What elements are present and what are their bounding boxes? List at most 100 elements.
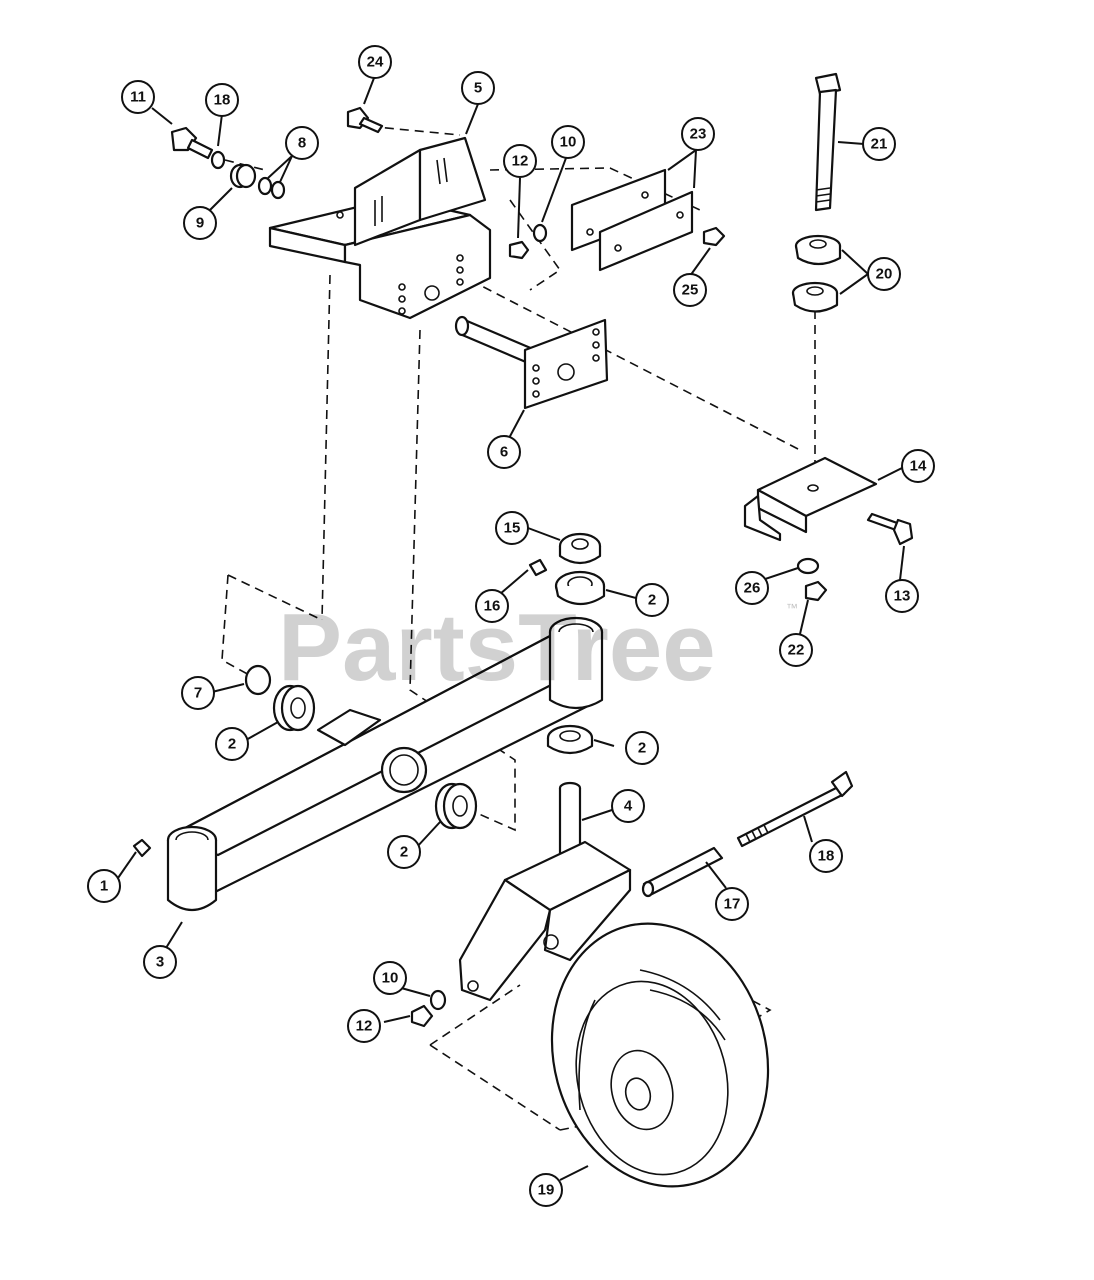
svg-text:16: 16: [484, 598, 501, 615]
partstree-watermark: PartsTree ™: [278, 594, 798, 701]
svg-text:20: 20: [876, 266, 893, 283]
callout-16[interactable]: 16: [475, 589, 509, 623]
svg-text:6: 6: [500, 444, 508, 461]
callout-2-right[interactable]: 2: [625, 731, 659, 765]
callout-5[interactable]: 5: [461, 71, 495, 105]
svg-text:22: 22: [788, 642, 805, 659]
callout-20[interactable]: 20: [867, 257, 901, 291]
callout-1[interactable]: 1: [87, 869, 121, 903]
svg-text:18: 18: [818, 848, 835, 865]
svg-text:21: 21: [871, 136, 888, 153]
svg-text:12: 12: [512, 153, 529, 170]
svg-text:11: 11: [130, 89, 146, 106]
svg-text:25: 25: [682, 282, 699, 299]
callout-21[interactable]: 21: [862, 127, 896, 161]
callout-23[interactable]: 23: [681, 117, 715, 151]
part-21-long-bolt: [814, 72, 842, 212]
part-2-bearing-top: [554, 570, 606, 606]
svg-text:24: 24: [367, 54, 384, 71]
part-10-washer-lower: [429, 989, 447, 1011]
part-25-nut: [702, 226, 726, 247]
svg-text:14: 14: [910, 458, 927, 475]
callout-18[interactable]: 18: [809, 839, 843, 873]
callout-13[interactable]: 13: [885, 579, 919, 613]
callout-2-left[interactable]: 2: [215, 727, 249, 761]
svg-text:1: 1: [100, 878, 108, 895]
svg-text:19: 19: [538, 1182, 555, 1199]
svg-text:17: 17: [724, 896, 741, 913]
callout-15[interactable]: 15: [495, 511, 529, 545]
svg-text:2: 2: [638, 740, 646, 757]
svg-text:23: 23: [690, 126, 707, 143]
svg-text:12: 12: [356, 1018, 373, 1035]
part-6-shaft-plate: [454, 315, 609, 410]
part-11-bolt: [170, 126, 214, 160]
callout-25[interactable]: 25: [673, 273, 707, 307]
svg-text:3: 3: [156, 954, 164, 971]
part-9-spacer: [229, 163, 257, 189]
callout-10-upper[interactable]: 10: [551, 125, 585, 159]
callout-12-upper[interactable]: 12: [503, 144, 537, 178]
svg-text:™: ™: [786, 601, 798, 615]
part-14-bracket: [743, 456, 878, 542]
svg-text:13: 13: [894, 588, 911, 605]
part-13-bolt: [866, 512, 914, 546]
part-10-washer-upper: [532, 223, 548, 243]
part-12-nut-upper: [508, 240, 530, 260]
part-15-collar: [558, 532, 602, 565]
callout-22[interactable]: 22: [779, 633, 813, 667]
callout-2-top[interactable]: 2: [635, 583, 669, 617]
part-18-long-bolt: [736, 770, 854, 848]
callout-2-lower[interactable]: 2: [387, 835, 421, 869]
svg-text:7: 7: [194, 685, 202, 702]
svg-text:10: 10: [382, 970, 399, 987]
part-20-grommets: [791, 234, 842, 313]
part-12-nut-lower: [410, 1004, 434, 1028]
part-5-mounting-bracket: [268, 136, 492, 320]
part-17-spacer-tube: [641, 846, 724, 898]
callout-12-lower[interactable]: 12: [347, 1009, 381, 1043]
callout-7[interactable]: 7: [181, 676, 215, 710]
svg-text:9: 9: [196, 215, 204, 232]
callout-8[interactable]: 8: [285, 126, 319, 160]
part-16-grease-fitting: [528, 558, 548, 577]
svg-text:8: 8: [298, 135, 306, 152]
svg-text:2: 2: [400, 844, 408, 861]
svg-text:10: 10: [560, 134, 577, 151]
part-2-bearing-left: [272, 684, 316, 732]
svg-text:4: 4: [624, 798, 633, 815]
svg-text:15: 15: [504, 520, 521, 537]
part-23-plates: [570, 168, 694, 272]
callout-11[interactable]: 11: [121, 80, 155, 114]
callout-26[interactable]: 26: [735, 571, 769, 605]
callout-24[interactable]: 24: [358, 45, 392, 79]
callout-10-lower[interactable]: 10: [373, 961, 407, 995]
assembly-guide-lines: [221, 124, 816, 1131]
callout-18-washer[interactable]: 18: [205, 83, 239, 117]
part-7-washer: [244, 664, 272, 696]
part-24-bolt: [346, 106, 384, 134]
callout-leaders: [117, 77, 907, 1181]
part-22-nut: [804, 580, 828, 602]
part-18-washer: [210, 150, 226, 170]
callout-3[interactable]: 3: [143, 945, 177, 979]
part-3-caster-arm: [166, 616, 604, 912]
part-19-wheel: [550, 922, 770, 1188]
part-2-bearing-lower: [434, 782, 478, 830]
svg-text:18: 18: [214, 92, 231, 109]
callout-19[interactable]: 19: [529, 1173, 563, 1207]
callout-4[interactable]: 4: [611, 789, 645, 823]
svg-text:2: 2: [648, 592, 656, 609]
svg-text:5: 5: [474, 80, 482, 97]
callout-14[interactable]: 14: [901, 449, 935, 483]
part-4-wheel-fork: [458, 781, 632, 1002]
part-1-grease-fitting: [132, 838, 152, 858]
callout-6[interactable]: 6: [487, 435, 521, 469]
callout-9[interactable]: 9: [183, 206, 217, 240]
callout-17[interactable]: 17: [715, 887, 749, 921]
part-8-washers: [257, 176, 286, 200]
svg-text:26: 26: [744, 580, 761, 597]
part-26-washer: [796, 557, 820, 575]
svg-text:2: 2: [228, 736, 236, 753]
